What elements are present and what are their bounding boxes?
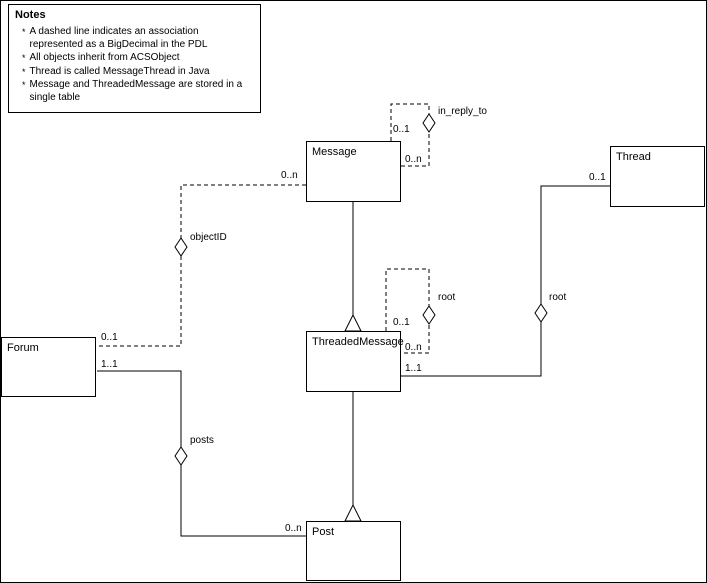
multiplicity-root-thread-threaded-message: 1..1 (405, 363, 422, 374)
multiplicity-posts-forum: 1..1 (101, 359, 118, 370)
bullet-icon: * (22, 27, 26, 37)
object-id-association-line (97, 184, 306, 347)
note-item: * Message and ThreadedMessage are stored… (22, 79, 254, 104)
note-text: Message and ThreadedMessage are stored i… (29, 79, 243, 103)
multiplicity-root-self-source: 0..1 (393, 317, 410, 328)
entity-label: ThreadedMessage (312, 336, 404, 348)
entity-thread: Thread (610, 146, 705, 207)
root-thread-association-line (401, 185, 611, 377)
root-thread-diamond-icon (534, 303, 548, 323)
association-label-root-thread: root (549, 292, 567, 303)
entity-label: Post (312, 526, 335, 538)
multiplicity-object-id-forum: 0..1 (101, 332, 118, 343)
multiplicity-posts-post: 0..n (285, 523, 302, 534)
posts-diamond-icon (174, 446, 188, 466)
entity-label: Message (312, 146, 357, 158)
bullet-icon: * (22, 80, 26, 91)
note-text: All objects inherit from ACSObject (29, 52, 180, 63)
bullet-icon: * (22, 66, 26, 77)
in-reply-to-association-line (390, 103, 430, 167)
multiplicity-root-self-target: 0..n (405, 342, 422, 353)
note-text: A dashed line indicates an association r… (29, 26, 208, 50)
association-label-root-self: root (438, 292, 456, 303)
posts-association-line (97, 370, 306, 537)
object-id-diamond-icon (174, 237, 188, 257)
multiplicity-object-id-message: 0..n (281, 170, 298, 181)
notes-box: Notes * A dashed line indicates an assoc… (8, 4, 261, 114)
note-item: * Thread is called MessageThread in Java (22, 66, 254, 79)
entity-forum: Forum (1, 337, 96, 397)
note-text: Thread is called MessageThread in Java (29, 65, 210, 77)
in-reply-to-diamond-icon (422, 113, 436, 133)
inheritance-triangle-icon (344, 313, 362, 332)
note-item: * A dashed line indicates an association… (22, 26, 254, 51)
association-label-object-id: objectID (190, 232, 227, 243)
root-self-diamond-icon (422, 305, 436, 325)
multiplicity-root-thread-thread: 0..1 (589, 172, 606, 183)
bullet-icon: * (22, 53, 26, 63)
entity-message: Message (306, 141, 401, 202)
association-label-in-reply-to: in_reply_to (438, 106, 487, 117)
entity-threaded-message: ThreadedMessage (306, 331, 404, 392)
multiplicity-in-reply-to-target: 0..n (405, 154, 422, 165)
root-self-association-line (385, 268, 430, 354)
multiplicity-in-reply-to-source: 0..1 (393, 124, 410, 135)
entity-label: Thread (616, 151, 651, 163)
association-label-posts: posts (190, 435, 214, 446)
note-item: * All objects inherit from ACSObject (22, 52, 254, 65)
entity-label: Forum (7, 342, 39, 354)
notes-title: Notes (15, 9, 46, 21)
inheritance-triangle-icon (344, 503, 362, 522)
entity-post: Post (306, 521, 401, 581)
